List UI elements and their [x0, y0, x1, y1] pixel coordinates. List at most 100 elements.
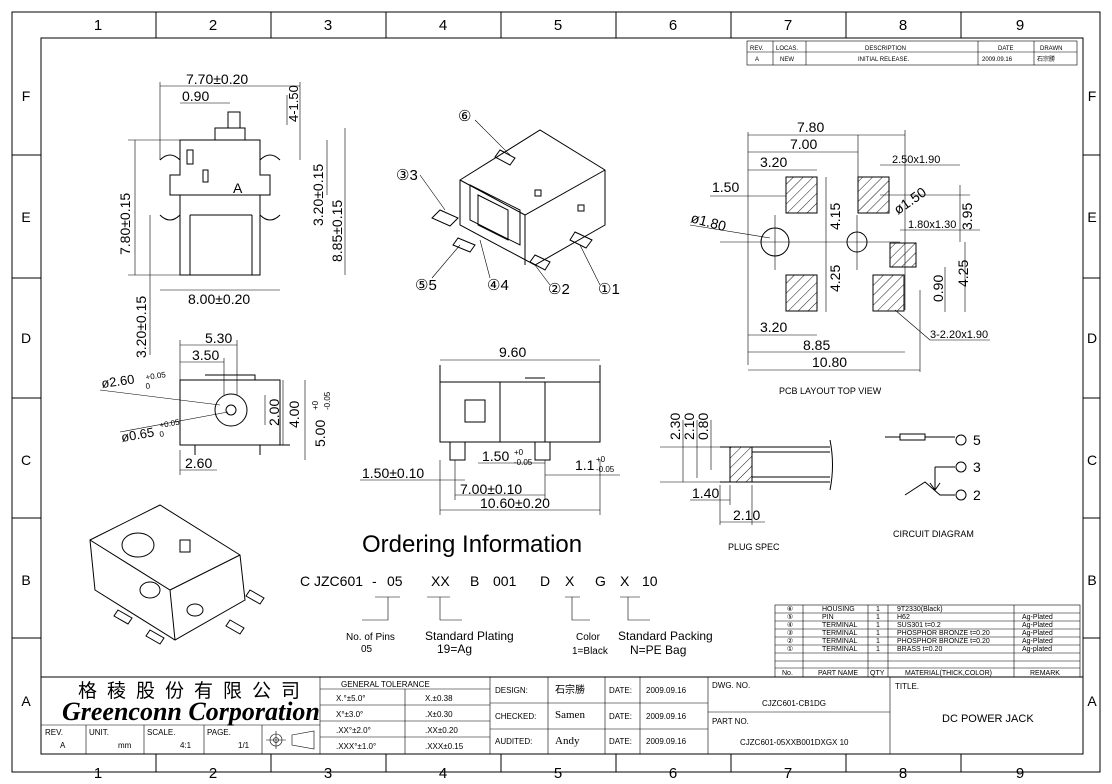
parts-cell: SUS301 t=0.2 — [897, 622, 941, 629]
parts-cell: ⑥ — [787, 605, 793, 613]
grid-row-label: D — [21, 330, 31, 346]
parts-cell: H62 — [897, 614, 910, 621]
pcb-pad-3 — [785, 274, 818, 312]
side-dim-dia065-tol-plus: +0.05 — [159, 417, 181, 429]
tb-part-value: CJZC601-05XXB001DXGX 10 — [740, 738, 849, 747]
pcb-pad-1 — [785, 176, 818, 214]
pcb-pad-2 — [857, 176, 890, 214]
side-dim-dia260-tol-minus: 0 — [145, 381, 151, 391]
company-name-cn: 格稜股份有限公司 — [78, 680, 310, 702]
plug-dim-140: 1.40 — [692, 485, 719, 501]
side-dim-dia260-tol-plus: +0.05 — [145, 370, 167, 382]
pcb-dim-700: 7.00 — [790, 136, 817, 152]
tb-page-value: 1/1 — [238, 741, 250, 750]
parts-cell: 9T2330(Black) — [897, 606, 943, 613]
ordering-info: Ordering Information C JZC601 - 05 XX B … — [300, 531, 713, 657]
ordering-code-d: D — [540, 573, 550, 589]
parts-cell: ② — [787, 637, 793, 645]
bottom-view: 9.60 1.50±0.10 1.50 +0 -0.05 1.1 +0 -0.0… — [360, 344, 620, 515]
parts-cell: 1 — [876, 606, 880, 613]
grid-col-label: 2 — [209, 17, 217, 34]
grid-col-label: 7 — [784, 765, 792, 782]
circuit-pin-3: 3 — [973, 459, 981, 475]
rev-header-rev: REV. — [750, 46, 764, 52]
grid-col-label: 5 — [554, 765, 562, 782]
front-dim-320-left: 3.20±0.15 — [133, 296, 149, 358]
pcb-dim-320-bottom: 3.20 — [760, 319, 787, 335]
ordering-plating-value: 19=Ag — [437, 642, 472, 656]
tb-title-label: TITLE. — [895, 682, 919, 691]
tb-dwg-label: DWG. NO. — [712, 681, 750, 690]
bottom-dim-150-left: 1.50±0.10 — [362, 465, 424, 481]
ordering-color-label: Color — [576, 632, 601, 643]
tb-scale-value: 4:1 — [180, 741, 192, 750]
tb-date-2: 2009.09.16 — [646, 712, 687, 721]
side-dim-500-tol-plus: +0 — [311, 400, 320, 410]
pcb-pad-4 — [872, 274, 905, 312]
circuit-caption: CIRCUIT DIAGRAM — [893, 529, 974, 539]
rev-header-drawn: DRAWN — [1040, 46, 1062, 52]
front-dim-320-right: 3.20±0.15 — [310, 164, 326, 226]
grid-col-label: 4 — [439, 765, 447, 782]
ordering-code-pins: 05 — [387, 573, 403, 589]
tolerance-linear: .XX±0.20 — [425, 726, 458, 735]
plug-dim-230: 2.30 — [667, 413, 683, 440]
tolerance-angle: .XXX°±1.0° — [336, 742, 376, 751]
ordering-pins-label: No. of Pins — [346, 632, 395, 643]
tb-date-label-1: DATE: — [609, 686, 632, 695]
ordering-code-series: C JZC601 — [300, 573, 363, 589]
grid-col-label: 6 — [669, 17, 677, 34]
tb-design-value: 石宗勝 — [555, 683, 585, 696]
side-dim-dia260: ø2.60 — [100, 371, 135, 390]
plug-caption: PLUG SPEC — [728, 542, 780, 552]
parts-header-qty: QTY — [870, 670, 885, 677]
parts-cell: 1 — [876, 614, 880, 621]
ordering-code-001: 001 — [493, 573, 517, 589]
side-dim-400: 4.00 — [286, 401, 302, 428]
side-dim-350: 3.50 — [192, 347, 219, 363]
revision-table: REV. LOCAS. DESCRIPTION DATE DRAWN A NEW… — [746, 40, 1078, 66]
pcb-dim-320-top: 3.20 — [760, 154, 787, 170]
grid-row-label: B — [1087, 572, 1096, 588]
iso-label-3: ③3 — [396, 167, 418, 184]
grid-col-label: 9 — [1016, 17, 1024, 34]
side-dim-dia065-tol-minus: 0 — [159, 429, 165, 439]
tb-page-label: PAGE. — [207, 728, 231, 737]
circuit-pin-5: 5 — [973, 432, 981, 448]
ordering-color-value: 1=Black — [572, 646, 609, 657]
parts-cell: Ag-Plated — [1022, 622, 1053, 629]
grid-row-label: E — [1087, 209, 1096, 225]
plug-dim-210-top: 2.10 — [681, 413, 697, 440]
parts-cell: BRASS t=0.20 — [897, 646, 942, 653]
front-view: A 7.70±0.20 0.90 4-1.50 7.80±0.15 3.20±0… — [117, 71, 346, 358]
rev-row-date: 2009.09.16 — [982, 57, 1013, 63]
tolerance-linear: .X±0.30 — [425, 710, 453, 719]
iso-label-6: ⑥ — [458, 108, 471, 125]
tb-tolerance-title: GENERAL TOLERANCE — [341, 680, 430, 689]
parts-header-name: PART NAME — [818, 670, 858, 677]
pcb-dim-425-left: 4.25 — [827, 265, 843, 292]
ordering-packing-value: N=PE Bag — [630, 643, 686, 657]
front-dim-800: 8.00±0.20 — [188, 291, 250, 307]
grid-row-label: F — [22, 88, 31, 104]
parts-header-remark: REMARK — [1030, 670, 1060, 677]
side-view: 5.30 3.50 ø2.60 +0.05 0 ø0.65 +0.05 0 2.… — [99, 330, 332, 475]
tolerance-angle: .XX°±2.0° — [336, 726, 371, 735]
grid-col-label: 3 — [324, 17, 332, 34]
pcb-dim-pad5-size: 1.80x1.30 — [908, 219, 956, 231]
front-view-mark: A — [233, 180, 243, 196]
circuit-diagram: 5 3 2 CIRCUIT DIAGRAM — [885, 432, 981, 539]
rev-header-date: DATE — [998, 46, 1014, 52]
tb-design-label: DESIGN: — [495, 686, 528, 695]
pcb-dim-hole-large: ø1.80 — [689, 209, 728, 234]
tb-title-value: DC POWER JACK — [942, 713, 1034, 725]
front-dim-width: 7.70±0.20 — [186, 71, 248, 87]
plug-dim-210-bottom: 2.10 — [733, 507, 760, 523]
pcb-dim-hole-small: ø1.50 — [891, 184, 930, 218]
front-dim-780: 7.80±0.15 — [117, 193, 133, 255]
bottom-dim-150-tol-minus: -0.05 — [514, 458, 533, 467]
tolerance-angle: X.°±5.0° — [336, 694, 365, 703]
grid-col-label: 9 — [1016, 765, 1024, 782]
